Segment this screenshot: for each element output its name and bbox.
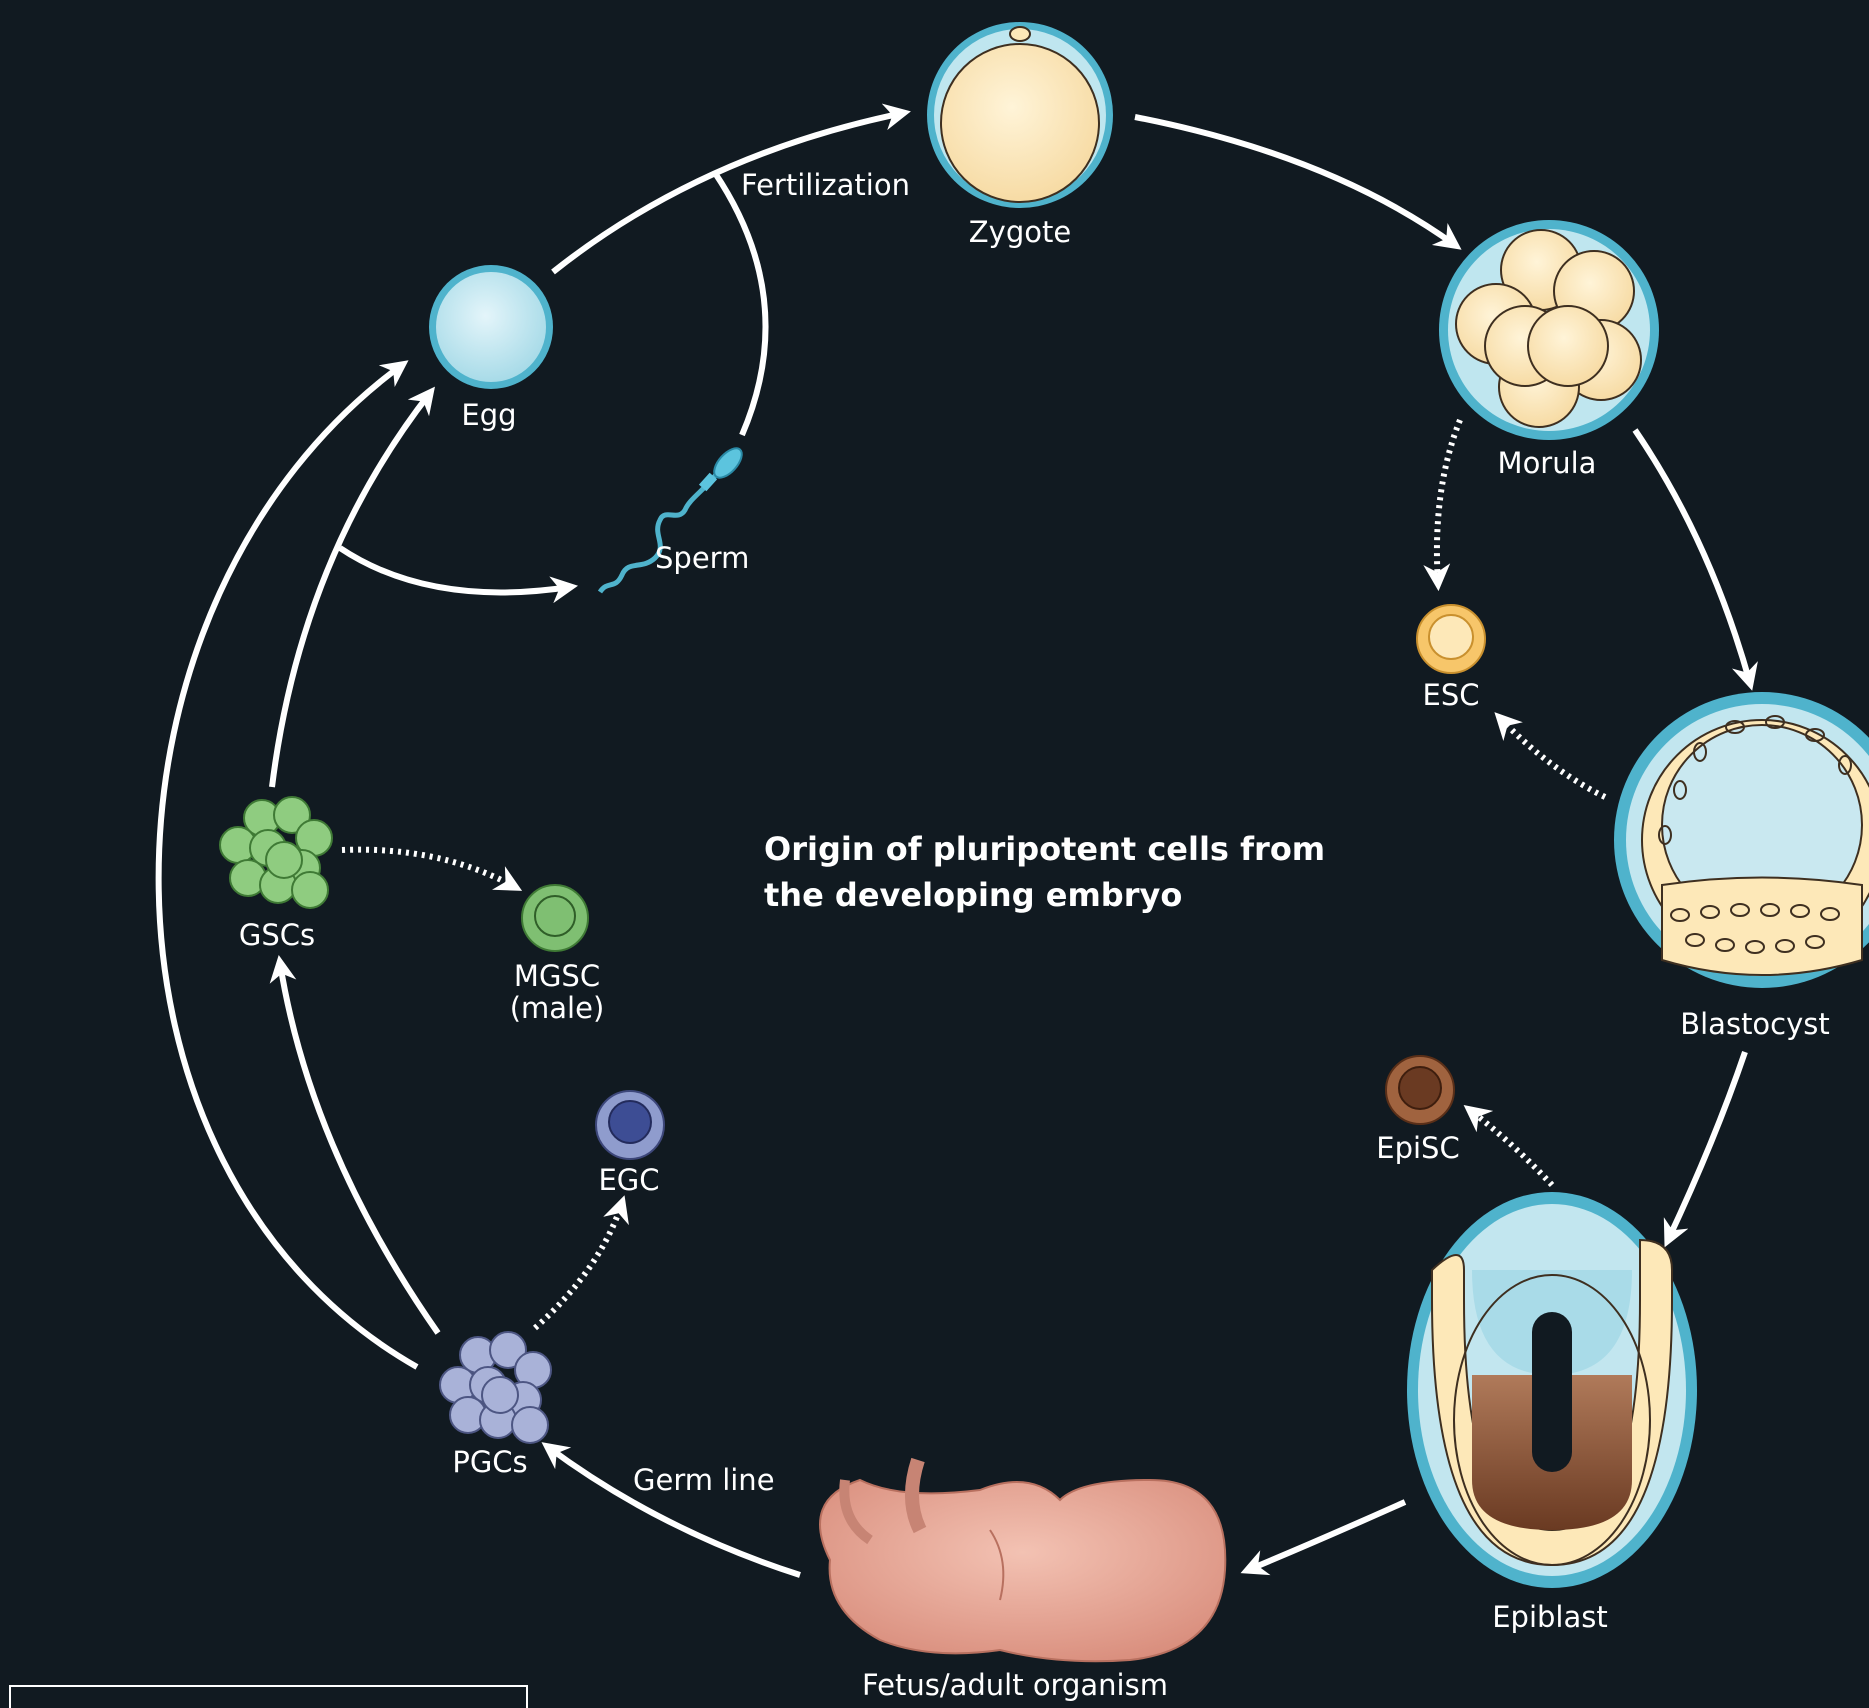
mgsc-cell — [522, 885, 588, 951]
diagram-title-line-1: Origin of pluripotent cells from — [764, 830, 1325, 868]
sperm-to-fertilization-line — [715, 173, 766, 435]
gscs-to-sperm-arrow — [340, 548, 570, 592]
legend-box — [10, 1686, 527, 1708]
germ-line-label: Germ line — [633, 1463, 775, 1497]
gscs-cluster — [220, 797, 332, 908]
blastocyst-label: Blastocyst — [1680, 1007, 1830, 1041]
egc-label: EGC — [598, 1163, 659, 1197]
pgcs-label: PGCs — [452, 1445, 527, 1479]
fetus-label: Fetus/adult organism — [862, 1668, 1168, 1702]
episc-label: EpiSC — [1376, 1131, 1459, 1165]
esc-label: ESC — [1423, 678, 1480, 712]
diagram-title-line-2: the developing embryo — [764, 876, 1182, 914]
morula-to-esc-dotted-arrow — [1437, 420, 1460, 583]
fertilization-label: Fertilization — [741, 168, 910, 202]
pgcs-to-egc-dotted-arrow — [535, 1203, 622, 1328]
episc-cell — [1386, 1056, 1454, 1124]
epiblast-embryo — [1407, 1192, 1697, 1588]
gscs-label: GSCs — [239, 918, 315, 952]
egc-cell — [596, 1091, 664, 1159]
epiblast-to-fetus-arrow — [1248, 1502, 1405, 1570]
morula-cell — [1439, 220, 1659, 440]
fetus-figure — [820, 1460, 1225, 1661]
zygote-to-morula-arrow — [1135, 117, 1455, 245]
gscs-to-egg-arrow — [272, 393, 430, 787]
pgcs-cluster — [440, 1332, 551, 1443]
mgsc-sublabel: (male) — [510, 991, 605, 1025]
egg-cell — [429, 265, 553, 389]
sperm-label: Sperm — [655, 541, 749, 575]
blastocyst-cell — [1614, 692, 1869, 988]
blastocyst-to-epiblast-arrow — [1668, 1052, 1745, 1240]
blastocyst-to-esc-dotted-arrow — [1500, 718, 1605, 797]
epiblast-label: Epiblast — [1492, 1600, 1608, 1634]
esc-cell — [1417, 605, 1485, 673]
mgsc-label: MGSC — [514, 959, 600, 993]
zygote-cell — [927, 22, 1113, 208]
morula-to-blastocyst-arrow — [1635, 430, 1750, 683]
zygote-label: Zygote — [969, 215, 1071, 249]
epiblast-to-episc-dotted-arrow — [1470, 1110, 1552, 1185]
morula-label: Morula — [1498, 446, 1597, 480]
gscs-to-mgsc-dotted-arrow — [342, 850, 515, 887]
egg-label: Egg — [461, 398, 516, 432]
